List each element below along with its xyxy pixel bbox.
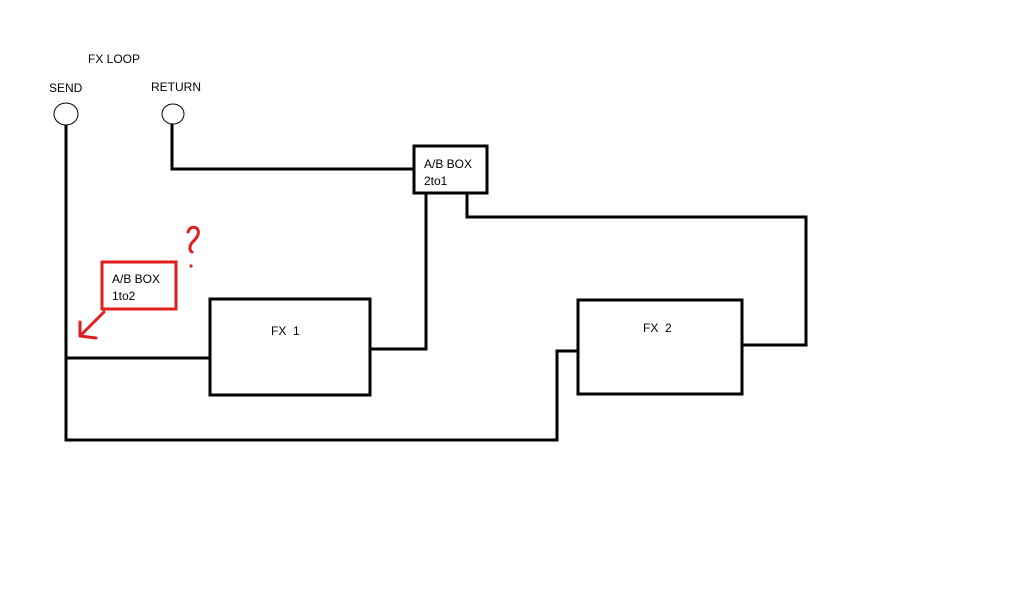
ab-box-1to2-line1: A/B BOX (112, 272, 160, 286)
question-mark-icon (186, 225, 200, 254)
fx1-output-wire (368, 191, 428, 351)
diagram-title: FX LOOP (88, 52, 140, 66)
ab-box-1to2-frame (100, 260, 178, 311)
ab-box-2to1-line2: 2to1 (424, 174, 448, 188)
ab-box-2to1-line1: A/B BOX (424, 157, 472, 171)
ab-box-1to2-line2: 1to2 (112, 289, 136, 303)
send-wire (64, 124, 580, 442)
fx2-output-wire (465, 191, 808, 347)
ab-box-1to2-annotation: A/B BOX 1to2 (78, 225, 200, 340)
question-mark-dot (189, 264, 193, 268)
ab-box-2to1: A/B BOX 2to1 (412, 144, 489, 195)
ab-box-2to1-frame (412, 144, 489, 195)
fx2-frame (576, 298, 744, 396)
return-jack (161, 103, 185, 125)
send-label: SEND (49, 81, 83, 95)
send-jack (53, 102, 79, 126)
fx2-box: FX 2 (576, 298, 744, 396)
fx1-box: FX 1 (208, 297, 372, 397)
wires (64, 116, 808, 442)
return-label: RETURN (151, 80, 201, 94)
red-arrow (78, 310, 106, 340)
return-wire (170, 116, 416, 171)
fx2-label: FX 2 (643, 321, 672, 335)
fx1-label: FX 1 (271, 324, 300, 338)
fx1-frame (208, 297, 372, 397)
